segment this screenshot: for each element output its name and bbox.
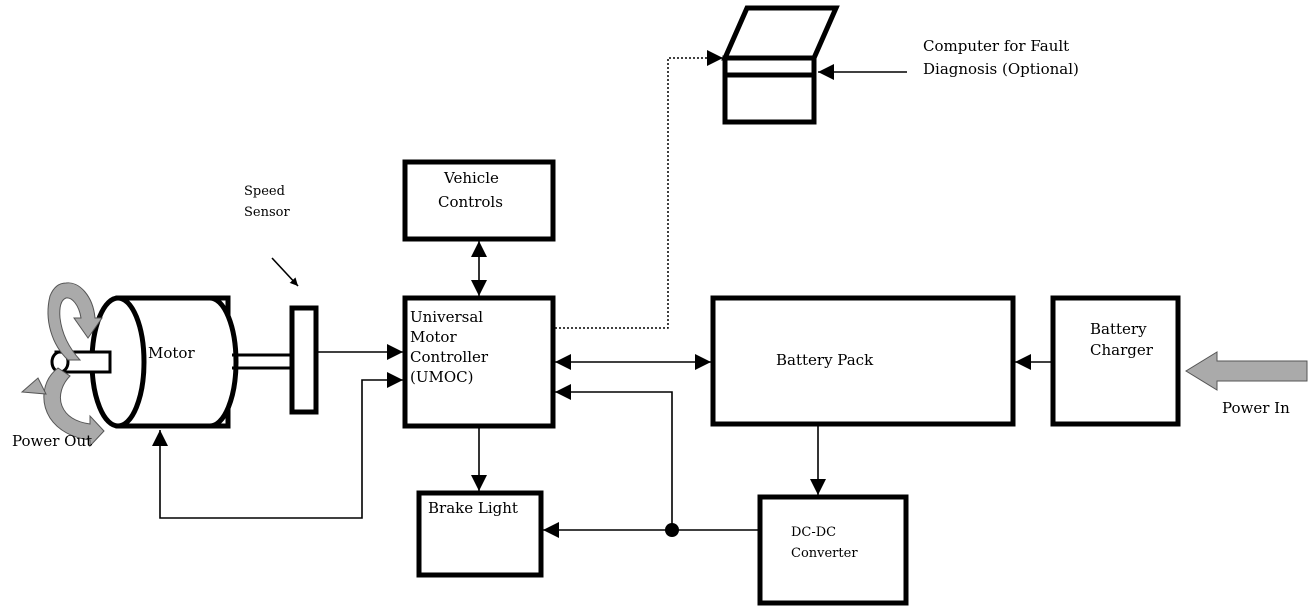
- motor-shaft: [50, 350, 112, 374]
- motor-block: Motor: [50, 295, 239, 429]
- brake-light-block: [416, 490, 544, 578]
- umoc-block: [402, 295, 556, 429]
- motor-to-sensor-shaft: [232, 353, 292, 370]
- umoc-computer-link: [555, 50, 723, 329]
- power-in-arrow-icon: [1185, 351, 1308, 391]
- battery-charger-label: Battery Charger: [1090, 320, 1154, 359]
- rotation-arrows-icon: [20, 282, 105, 448]
- vehicle-controls-block: [402, 159, 556, 242]
- vehicle-controls-label: Vehicle Controls: [438, 169, 504, 211]
- umoc-label: Universal Motor Controller (UMOC): [410, 308, 493, 386]
- power-out-label: Power Out: [12, 432, 92, 450]
- laptop-icon: [721, 5, 840, 125]
- speed-sensor-block: [289, 305, 319, 415]
- umoc-motor-feedback: [152, 372, 403, 519]
- junction-dot: [665, 523, 679, 537]
- dcdc-converter-block: [757, 494, 909, 606]
- motor-label: Motor: [148, 344, 195, 362]
- dcdc-umoc-link: [555, 384, 673, 530]
- speed-sensor-label: Speed Sensor: [244, 184, 290, 220]
- battery-pack-label: Battery Pack: [776, 351, 874, 369]
- battery-charger-block: [1050, 295, 1181, 427]
- power-in-label: Power In: [1222, 399, 1290, 417]
- dcdc-converter-label: DC-DC Converter: [791, 525, 858, 561]
- battery-pack-block: [710, 295, 1016, 427]
- speed-sensor-pointer: [271, 257, 299, 287]
- computer-label: Computer for Fault Diagnosis (Optional): [923, 37, 1079, 78]
- brake-light-label: Brake Light: [428, 499, 518, 517]
